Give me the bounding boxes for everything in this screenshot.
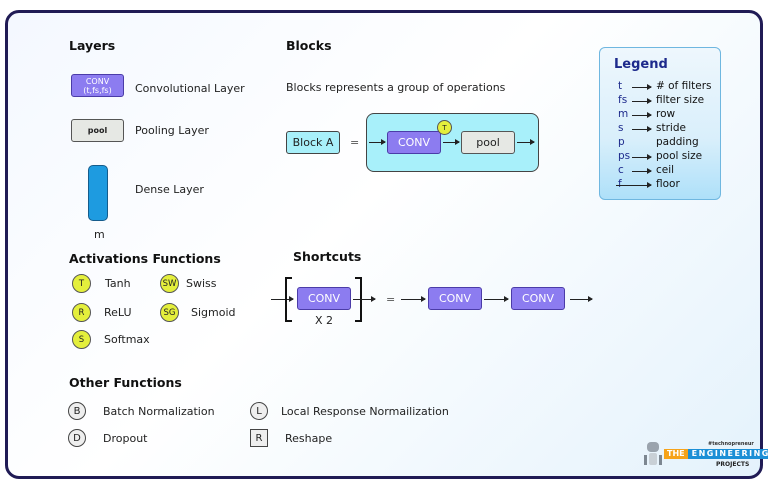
other-title: Other Functions	[69, 375, 182, 390]
legend-value: filter size	[656, 94, 705, 106]
arrow-icon	[401, 296, 426, 302]
logo-banner: THE ENGINEERING	[664, 449, 768, 459]
repeat-label: X 2	[315, 314, 334, 327]
legend-key: fs	[618, 94, 628, 106]
legend-panel: Legend t # of filters fs filter size m row s st…	[599, 47, 721, 200]
softmax-label: Softmax	[104, 333, 150, 346]
swiss-icon: SW	[160, 274, 179, 293]
legend-key: t	[618, 80, 623, 92]
block-pool-box: pool	[461, 131, 515, 154]
legend-key: f	[618, 178, 622, 190]
blocks-title: Blocks	[286, 38, 332, 53]
lrn-icon: L	[250, 402, 268, 420]
arrow-icon	[616, 182, 652, 188]
reshape-icon: R	[250, 429, 268, 447]
arrow-icon	[271, 296, 294, 302]
conv-layer-box: CONV (t,fs,fs)	[71, 74, 124, 97]
dense-layer-label: Dense Layer	[135, 183, 204, 196]
tanh-label: Tanh	[105, 277, 131, 290]
swiss-label: Swiss	[186, 277, 217, 290]
shortcut-equals: =	[386, 293, 396, 306]
logo-projects: PROJECTS	[716, 461, 750, 468]
tanh-icon: T	[72, 274, 91, 293]
shortcuts-title: Shortcuts	[293, 249, 362, 264]
arrow-icon	[632, 112, 652, 118]
batch-norm-label: Batch Normalization	[103, 405, 215, 418]
legend-key: ps	[618, 150, 631, 162]
relu-label: ReLU	[104, 306, 132, 319]
block-conv-box: CONV	[387, 131, 441, 154]
sigmoid-label: Sigmoid	[191, 306, 236, 319]
logo-engineering: ENGINEERING	[687, 449, 768, 459]
arrow-icon	[484, 296, 509, 302]
tanh-activation-badge: T	[437, 120, 452, 135]
legend-key: m	[618, 108, 629, 120]
arrow-icon	[632, 126, 652, 132]
arrow-icon	[632, 168, 652, 174]
shortcut-conv-box-1: CONV	[428, 287, 482, 310]
dense-layer-box	[88, 165, 108, 221]
blocks-description: Blocks represents a group of operations	[286, 81, 506, 94]
logo-the: THE	[664, 449, 688, 459]
softmax-icon: S	[72, 330, 91, 349]
legend-value: stride	[656, 122, 686, 134]
sigmoid-icon: SG	[160, 303, 179, 322]
legend-value: ceil	[656, 164, 675, 176]
block-a-box: Block A	[286, 131, 340, 154]
legend-key: c	[618, 164, 624, 176]
logo-tag: #technopreneur	[708, 441, 754, 447]
arrow-icon	[369, 139, 386, 145]
activations-title: Activations Functions	[69, 251, 221, 266]
batch-norm-icon: B	[68, 402, 86, 420]
arrow-icon	[632, 84, 652, 90]
lrn-label: Local Response Normailization	[281, 405, 449, 418]
layers-title: Layers	[69, 38, 116, 53]
dropout-icon: D	[68, 429, 86, 447]
arrow-icon	[632, 154, 652, 160]
dense-layer-sub: m	[94, 228, 105, 241]
legend-value: padding	[656, 136, 699, 148]
legend-key: p	[618, 136, 625, 148]
shortcut-conv-box: CONV	[297, 287, 351, 310]
left-bracket	[285, 277, 292, 322]
pool-layer-box: pool	[71, 119, 124, 142]
arrow-icon	[570, 296, 593, 302]
pool-layer-label: Pooling Layer	[135, 124, 209, 137]
dropout-label: Dropout	[103, 432, 148, 445]
reshape-label: Reshape	[285, 432, 333, 445]
legend-value: floor	[656, 178, 680, 190]
conv-layer-label: Convolutional Layer	[135, 82, 245, 95]
relu-icon: R	[72, 303, 91, 322]
arrow-icon	[353, 296, 376, 302]
legend-title: Legend	[614, 57, 668, 72]
arrow-icon	[443, 139, 460, 145]
legend-value: row	[656, 108, 676, 120]
arrow-icon	[632, 98, 652, 104]
blocks-equals: =	[350, 136, 360, 149]
legend-value: # of filters	[656, 80, 712, 92]
robot-logo-icon	[644, 442, 662, 470]
legend-value: pool size	[656, 150, 703, 162]
legend-key: s	[618, 122, 624, 134]
arrow-icon	[517, 139, 535, 145]
shortcut-conv-box-2: CONV	[511, 287, 565, 310]
